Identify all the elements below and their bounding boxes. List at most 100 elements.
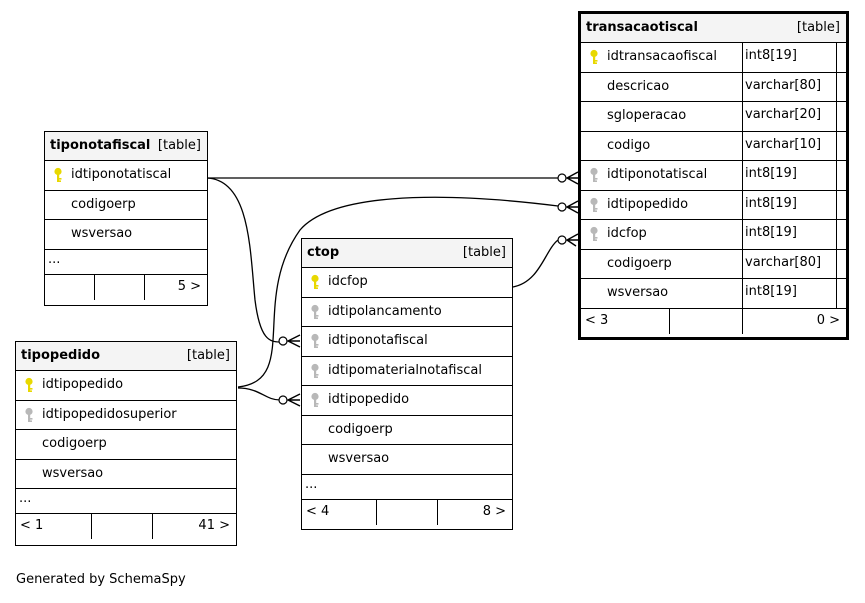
table-name: tiponotafiscal — [50, 138, 151, 153]
crowfoot-icon — [286, 334, 301, 348]
column-name: idtipopedido — [328, 392, 410, 407]
column-type: int8[19] — [742, 43, 837, 72]
table-name: transacaotiscal — [586, 20, 698, 35]
column-row[interactable]: wsversao — [302, 445, 512, 475]
foreign-key-icon — [588, 226, 600, 242]
column-row[interactable]: wsversao int8[19] — [581, 279, 846, 309]
column-row[interactable]: idcfop — [302, 268, 512, 298]
crowfoot-icon — [565, 233, 579, 247]
table-kind: [table] — [186, 348, 230, 363]
column-name: idtransacaofiscal — [607, 49, 718, 64]
table-header: transacaotiscal [table] — [581, 14, 846, 43]
table-header: tiponotafiscal [table] — [45, 132, 207, 161]
table-name: ctop — [307, 245, 340, 260]
column-type: varchar[20] — [742, 102, 837, 131]
foreign-key-icon — [588, 167, 600, 183]
table-kind: [table] — [462, 245, 506, 260]
column-row[interactable]: idtipopedido — [302, 386, 512, 416]
crowfoot-icon — [565, 171, 579, 185]
column-row[interactable]: idtipomaterialnotafiscal — [302, 357, 512, 386]
edge-tipopedido-transacaotiscal — [237, 196, 559, 388]
table-tiponotafiscal[interactable]: tiponotafiscal [table] idtiponotatiscal c… — [44, 131, 208, 306]
column-row[interactable]: idtipolancamento — [302, 298, 512, 327]
column-row[interactable]: idtiponotatiscal int8[19] — [581, 161, 846, 191]
edge-end-circle — [278, 336, 288, 346]
table-name: tipopedido — [21, 348, 101, 363]
column-type: varchar[80] — [742, 249, 837, 278]
footer-right: 0 > — [816, 312, 840, 328]
table-footer: < 4 8 > — [302, 499, 512, 525]
column-row[interactable]: codigoerp — [302, 416, 512, 445]
table-kind: [table] — [796, 20, 840, 35]
column-row[interactable]: idtiponotatiscal — [45, 161, 207, 191]
foreign-key-icon — [309, 363, 321, 379]
column-row[interactable]: wsversao — [45, 220, 207, 250]
column-row[interactable]: codigoerp varchar[80] — [581, 249, 846, 279]
table-header: ctop [table] — [302, 239, 512, 268]
crowfoot-icon — [565, 200, 579, 214]
edge-tiponotafiscal-ctop — [206, 177, 281, 343]
column-name: codigoerp — [71, 196, 136, 212]
column-type: varchar[10] — [742, 131, 837, 160]
column-name: codigoerp — [607, 255, 672, 271]
column-name: codigoerp — [328, 421, 393, 437]
edge-ctop-transacaotiscal — [512, 239, 559, 288]
footer-left: < 3 — [585, 312, 609, 328]
column-type: int8[19] — [742, 220, 837, 249]
column-name: idtipopedido — [42, 377, 124, 392]
footer-right: 8 > — [482, 503, 506, 519]
table-ctop[interactable]: ctop [table] idcfop idtipolancamento idtip… — [301, 238, 513, 530]
column-row[interactable]: idtipopedidosuperior — [16, 401, 236, 430]
footer-right: 41 > — [198, 518, 230, 533]
column-name: idtipopedidosuperior — [42, 406, 177, 422]
foreign-key-icon — [309, 333, 321, 349]
column-type: varchar[80] — [742, 72, 837, 101]
column-row[interactable]: idtipopedido — [16, 371, 236, 401]
column-name: idtipolancamento — [328, 303, 442, 319]
primary-key-icon — [52, 167, 64, 183]
foreign-key-icon — [23, 407, 35, 423]
foreign-key-icon — [309, 304, 321, 320]
column-name: idtiponotafiscal — [328, 333, 428, 348]
crowfoot-icon — [286, 393, 301, 407]
footer-right: 5 > — [177, 278, 201, 294]
edge-end-circle — [557, 173, 567, 183]
table-footer: < 1 41 > — [16, 514, 236, 539]
table-transacaotiscal[interactable]: transacaotiscal [table] idtransacaofisca… — [578, 11, 849, 340]
column-row[interactable]: idtiponotafiscal — [302, 327, 512, 357]
column-name: codigoerp — [42, 436, 107, 451]
column-row[interactable]: sgloperacao varchar[20] — [581, 102, 846, 132]
column-type: int8[19] — [742, 279, 837, 308]
column-name: idcfop — [328, 274, 368, 289]
generated-by-caption: Generated by SchemaSpy — [16, 572, 186, 587]
column-name: idtiponotatiscal — [607, 167, 708, 182]
column-type: int8[19] — [742, 161, 837, 190]
edge-end-circle — [557, 235, 567, 245]
column-name: wsversao — [42, 465, 104, 481]
column-row[interactable]: codigoerp — [16, 430, 236, 460]
column-name: idtiponotatiscal — [71, 167, 172, 182]
column-name: wsversao — [71, 226, 133, 241]
table-tipopedido[interactable]: tipopedido [table] idtipopedido idtipoped… — [15, 341, 237, 546]
column-name: idtipomaterialnotafiscal — [328, 362, 482, 378]
foreign-key-icon — [588, 197, 600, 213]
more-columns: ... — [302, 475, 512, 500]
primary-key-icon — [23, 377, 35, 393]
edge-end-circle — [557, 202, 567, 212]
column-name: wsversao — [607, 285, 669, 300]
footer-left: < 1 — [20, 518, 44, 533]
edge-tipopedido-ctop — [237, 387, 281, 401]
column-name: sgloperacao — [607, 108, 687, 123]
column-row[interactable]: codigoerp — [45, 191, 207, 220]
column-name: idtipopedido — [607, 196, 689, 212]
primary-key-icon — [588, 49, 600, 65]
column-row[interactable]: wsversao — [16, 460, 236, 489]
edge-end-circle — [278, 395, 288, 405]
column-row[interactable]: idtransacaofiscal int8[19] — [581, 43, 846, 73]
